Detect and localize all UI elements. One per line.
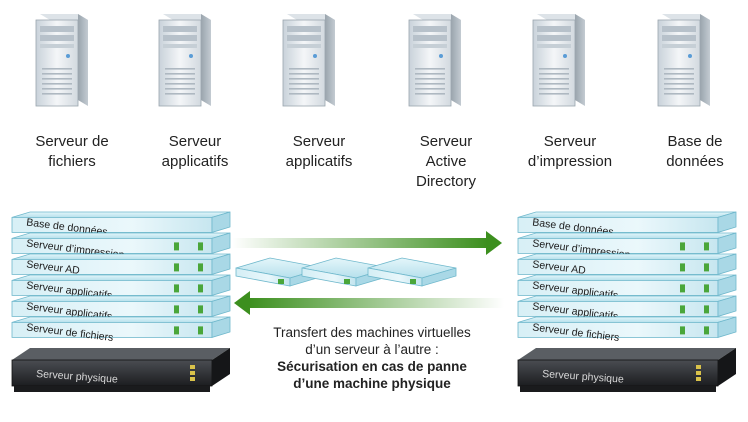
status-led-icon bbox=[680, 305, 709, 314]
server-label-active-directory: Serveur Active Directory bbox=[415, 133, 476, 190]
server-label-fichiers: Serveur de fichiers bbox=[35, 133, 109, 170]
caption-line-1: Transfert des machines virtuelles bbox=[273, 325, 471, 340]
migration-caption: Transfert des machines virtuelles d’un s… bbox=[246, 324, 498, 392]
status-led-icon bbox=[190, 365, 195, 381]
server-tower-icon bbox=[32, 12, 90, 110]
migrating-vm-icon bbox=[367, 257, 457, 287]
server-label-applicatifs-2: Serveur applicatifs bbox=[285, 133, 353, 170]
status-led-icon bbox=[174, 305, 203, 314]
caption-bold-line-2: d’une machine physique bbox=[293, 376, 451, 391]
status-led-icon bbox=[680, 284, 709, 293]
server-tower-icon bbox=[279, 12, 337, 110]
status-led-icon bbox=[174, 326, 203, 335]
server-tower-icon bbox=[405, 12, 463, 110]
server-label-applicatifs-1: Serveur applicatifs bbox=[161, 133, 229, 170]
arrow-left-icon bbox=[234, 291, 504, 315]
status-led-icon bbox=[680, 263, 709, 272]
physical-server-label: Serveur physique bbox=[542, 368, 625, 386]
server-tower-icon bbox=[654, 12, 712, 110]
caption-line-2: d’un serveur à l’autre : bbox=[305, 342, 439, 357]
server-tower-icon bbox=[529, 12, 587, 110]
server-tower-icon bbox=[155, 12, 213, 110]
physical-server-label: Serveur physique bbox=[36, 368, 119, 386]
status-led-icon bbox=[174, 263, 203, 272]
server-label-impression: Serveur d’impression bbox=[527, 133, 613, 170]
virtual-machine-layer: Serveur AD bbox=[517, 253, 737, 277]
caption-bold-line-1: Sécurisation en cas de panne bbox=[277, 359, 467, 374]
status-led-icon bbox=[680, 326, 709, 335]
status-led-icon bbox=[174, 242, 203, 251]
virtual-machine-layer: Base de données bbox=[517, 211, 737, 238]
virtual-machine-layer: Serveur AD bbox=[11, 253, 231, 277]
status-led-icon bbox=[696, 365, 701, 381]
virtual-machine-layer: Serveur d’impression bbox=[517, 232, 737, 261]
status-led-icon bbox=[174, 284, 203, 293]
server-label-base-donnees: Base de données bbox=[666, 133, 724, 170]
physical-server: Serveur physique bbox=[11, 348, 230, 392]
physical-server: Serveur physique bbox=[517, 348, 736, 392]
migration-illustration bbox=[232, 231, 504, 315]
virtual-machine-layer: Serveur de fichiers bbox=[517, 316, 737, 344]
status-led-icon bbox=[680, 242, 709, 251]
virtual-machine-layer: Serveur de fichiers bbox=[11, 316, 231, 344]
arrow-right-icon bbox=[232, 231, 502, 255]
